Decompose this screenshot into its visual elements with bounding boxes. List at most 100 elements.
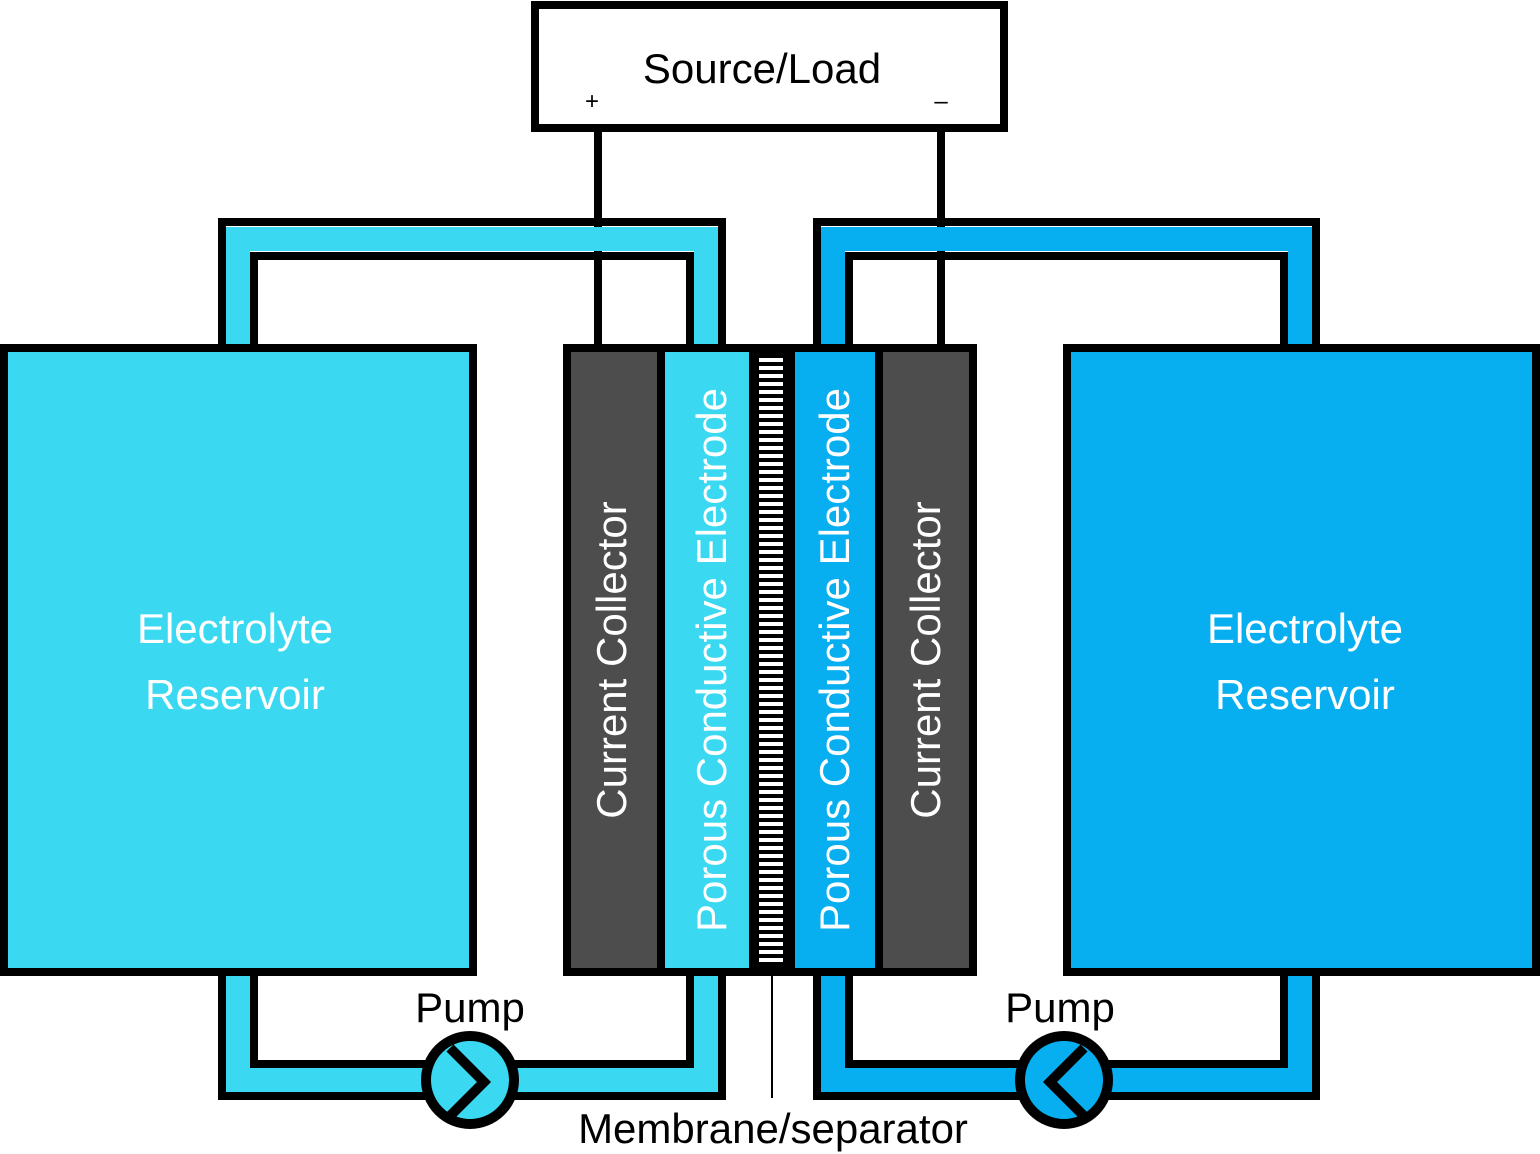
membrane-stripe [759, 774, 783, 778]
membrane-stripe [759, 958, 783, 962]
membrane-stripe [759, 694, 783, 698]
membrane-stripe [759, 742, 783, 746]
membrane-stripe [759, 806, 783, 810]
membrane-stripe [759, 454, 783, 458]
membrane-stripe [759, 830, 783, 834]
membrane-stripe [759, 814, 783, 818]
left-reservoir-label-line1: Electrolyte [137, 605, 333, 652]
membrane-stripe [759, 534, 783, 538]
membrane-stripe [759, 622, 783, 626]
negative-terminal-sign: – [934, 88, 948, 115]
membrane-stripe [759, 862, 783, 866]
membrane-stripe [759, 574, 783, 578]
membrane-stripe [759, 462, 783, 466]
membrane-stripe [759, 902, 783, 906]
membrane-stripe [759, 486, 783, 490]
membrane-stripe [759, 718, 783, 722]
membrane-stripe [759, 798, 783, 802]
membrane-stripe [759, 430, 783, 434]
membrane-stripe [759, 726, 783, 730]
membrane-stripe [759, 518, 783, 522]
cell-stack: Current Collector Porous Conductive Elec… [563, 344, 977, 976]
membrane-stripe [759, 366, 783, 370]
membrane-stripe [759, 710, 783, 714]
membrane-stripe [759, 926, 783, 930]
membrane-stripe [759, 470, 783, 474]
right-pump-label: Pump [1005, 984, 1115, 1031]
membrane-stripe [759, 886, 783, 890]
membrane-stripe [759, 758, 783, 762]
membrane-stripe [759, 654, 783, 658]
membrane-stripe [759, 414, 783, 418]
membrane-stripe [759, 494, 783, 498]
membrane-stripe [759, 374, 783, 378]
membrane-stripe [759, 550, 783, 554]
membrane-stripe [759, 734, 783, 738]
membrane-stripe [759, 942, 783, 946]
membrane-stripe [759, 878, 783, 882]
membrane-stripe [759, 598, 783, 602]
membrane-stripe [759, 614, 783, 618]
left-top-pipe [218, 218, 726, 348]
membrane-stripe [759, 910, 783, 914]
membrane-stripe [759, 390, 783, 394]
membrane-stripe [759, 526, 783, 530]
membrane-stripe [759, 382, 783, 386]
right-collector-label: Current Collector [902, 501, 949, 818]
right-reservoir-label-line1: Electrolyte [1207, 605, 1403, 652]
membrane-stripe [759, 670, 783, 674]
membrane-stripe [759, 838, 783, 842]
source-load-box: Source/Load + – [531, 1, 1008, 132]
left-electrode-label: Porous Conductive Electrode [688, 388, 735, 932]
membrane-stripe [759, 478, 783, 482]
membrane-stripe [759, 870, 783, 874]
membrane-stripe [759, 606, 783, 610]
right-current-collector [875, 344, 977, 976]
membrane-stripe [759, 950, 783, 954]
membrane-stripe [759, 446, 783, 450]
left-pump-label: Pump [415, 984, 525, 1031]
right-top-pipe [813, 218, 1320, 348]
membrane-stripe [759, 590, 783, 594]
membrane-stripe [759, 750, 783, 754]
membrane-stripe [759, 510, 783, 514]
membrane-stripe [759, 894, 783, 898]
membrane-separator [749, 344, 795, 976]
membrane-stripe [759, 638, 783, 642]
right-pump: Pump [1005, 984, 1115, 1129]
membrane-stripe [759, 558, 783, 562]
membrane-stripe [759, 358, 783, 362]
membrane-stripe [759, 790, 783, 794]
membrane-stripe [759, 702, 783, 706]
membrane-stripe [759, 822, 783, 826]
membrane-stripe [759, 678, 783, 682]
left-reservoir-label-line2: Reservoir [145, 671, 325, 718]
pump-chevron-left-icon [1015, 1031, 1113, 1129]
membrane-stripe [759, 566, 783, 570]
membrane-stripe [759, 438, 783, 442]
membrane-stripe [759, 686, 783, 690]
membrane-stripe [759, 854, 783, 858]
membrane-stripe [759, 934, 783, 938]
left-collector-label: Current Collector [588, 501, 635, 818]
right-reservoir-label-line2: Reservoir [1215, 671, 1395, 718]
source-load-label: Source/Load [643, 45, 881, 92]
membrane-stripe [759, 542, 783, 546]
membrane-stripe [759, 502, 783, 506]
membrane-stripe [759, 782, 783, 786]
right-electrode-label: Porous Conductive Electrode [811, 388, 858, 932]
membrane-stripe [759, 918, 783, 922]
left-electrolyte-reservoir: Electrolyte Reservoir [0, 344, 477, 976]
membrane-stripe [759, 646, 783, 650]
membrane-stripe [759, 398, 783, 402]
left-current-collector [563, 344, 665, 976]
membrane-stripe [759, 406, 783, 410]
membrane-stripe [759, 846, 783, 850]
membrane-stripe [759, 662, 783, 666]
membrane-label: Membrane/separator [578, 1105, 968, 1152]
membrane-stripe [759, 422, 783, 426]
membrane-stripe [759, 582, 783, 586]
left-pump: Pump [415, 984, 525, 1129]
membrane-stripe [759, 630, 783, 634]
